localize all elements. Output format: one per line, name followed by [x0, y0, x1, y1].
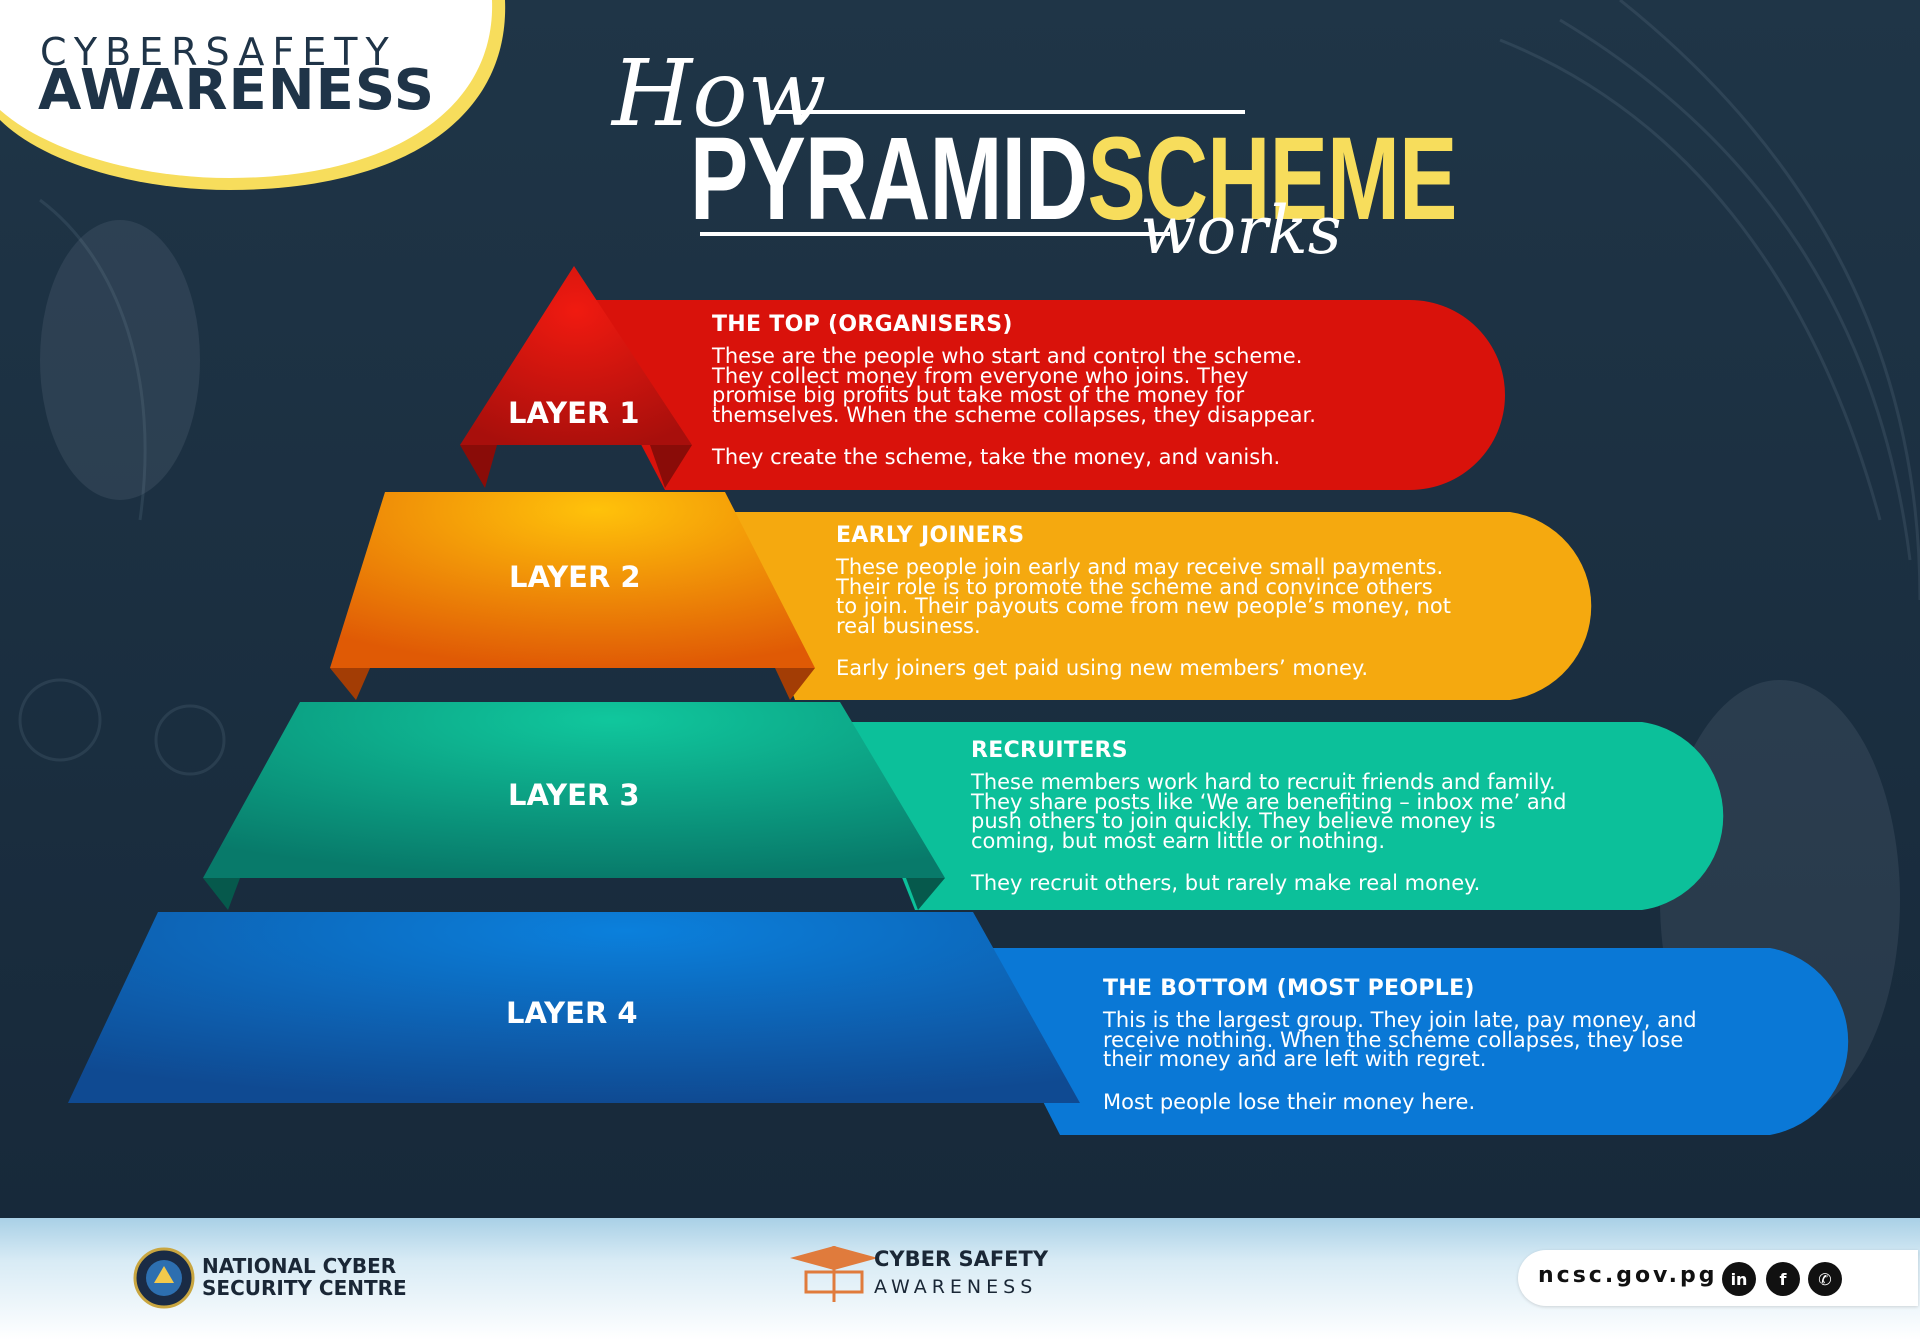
url-pill — [1518, 1250, 1918, 1306]
layer-4-summary: Most people lose their money here. — [1103, 1089, 1476, 1114]
layer-4-body: This is the largest group. They join lat… — [1103, 1008, 1697, 1071]
layer-1-summary: They create the scheme, take the money, … — [712, 445, 1281, 469]
footer-logos — [133, 1246, 878, 1309]
layer-3-body: These members work hard to recruit frien… — [971, 770, 1567, 853]
cyber-safety-subtitle: AWARENESS — [874, 1276, 1038, 1298]
badge-title-line1: CYBERSAFETY — [40, 30, 397, 74]
layer-1-text: THE TOP (ORGANISERS) These are the peopl… — [712, 312, 1316, 469]
layer-4-banner — [68, 912, 1849, 1135]
title-word-pyramid: PYRAMID — [690, 113, 1088, 245]
badge-title-line2: AWARENESS — [38, 58, 436, 123]
layer-4-heading: THE BOTTOM (MOST PEOPLE) — [1103, 976, 1475, 1001]
whatsapp-icon[interactable]: ✆ — [1808, 1262, 1842, 1296]
layer-2-summary: Early joiners get paid using new members… — [836, 656, 1369, 680]
layer-3-label: LAYER 3 — [508, 778, 640, 812]
layer-3-banner — [203, 702, 1724, 910]
ncsc-name-line2: SECURITY CENTRE — [202, 1276, 407, 1300]
layer-2-heading: EARLY JOINERS — [836, 523, 1025, 548]
cyber-safety-title: CYBER SAFETY — [874, 1247, 1049, 1271]
layer-1-banner — [460, 266, 1505, 490]
layer-2-body: These people join early and may receive … — [836, 555, 1452, 638]
layer-1-heading: THE TOP (ORGANISERS) — [712, 312, 1013, 337]
layer-2-text: EARLY JOINERS These people join early an… — [836, 523, 1451, 680]
page-title: PYRAMIDSCHEME — [690, 120, 1457, 238]
layer-3-text: RECRUITERS These members work hard to re… — [971, 738, 1566, 895]
layer-3-summary: They recruit others, but rarely make rea… — [971, 871, 1481, 895]
title-rule-bottom — [700, 232, 1170, 236]
facebook-icon[interactable]: f — [1766, 1262, 1800, 1296]
title-how: How — [612, 40, 827, 147]
title-word-scheme: SCHEME — [1087, 113, 1457, 245]
layer-2-label: LAYER 2 — [509, 560, 641, 594]
layer-1-label: LAYER 1 — [508, 396, 640, 430]
website-link[interactable]: ncsc.gov.pg — [1538, 1263, 1718, 1288]
ncsc-name-line1: NATIONAL CYBER — [202, 1254, 397, 1278]
layer-2-banner — [330, 492, 1592, 700]
title-rule-top — [770, 110, 1245, 114]
ncsc-name: NATIONAL CYBER SECURITY CENTRE — [202, 1255, 407, 1299]
layer-4-text: THE BOTTOM (MOST PEOPLE) This is the lar… — [1103, 976, 1697, 1114]
title-works: works — [1140, 192, 1342, 269]
layer-4-label: LAYER 4 — [506, 996, 638, 1030]
layer-1-body: These are the people who start and contr… — [712, 344, 1316, 427]
layer-3-heading: RECRUITERS — [971, 738, 1128, 763]
linkedin-icon[interactable]: in — [1722, 1262, 1756, 1296]
